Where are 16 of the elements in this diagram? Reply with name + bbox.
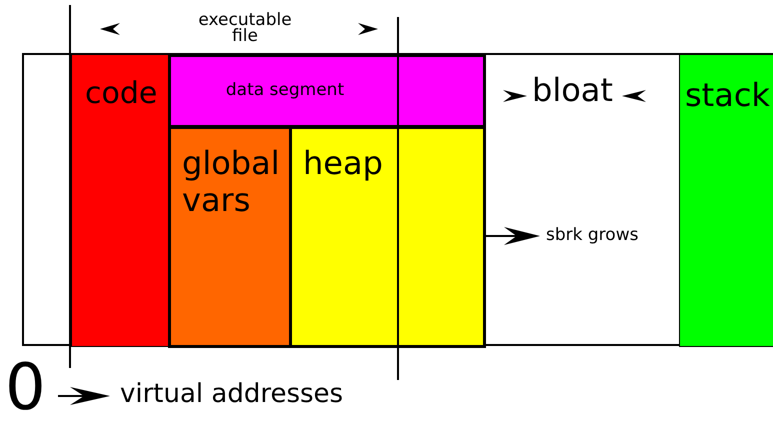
global-vars-box: [168, 126, 292, 348]
address-zero-label: 0: [5, 358, 46, 419]
segment-label: data segment: [224, 81, 346, 101]
code-segment-box: [71, 54, 169, 347]
data-segment-box: [168, 54, 486, 128]
region-label: bloat: [532, 75, 613, 106]
region-label: stack: [685, 77, 770, 114]
region-label: heap: [303, 145, 383, 182]
stack-box: [679, 54, 773, 347]
arrow-label: sbrk grows: [546, 227, 638, 244]
region-label: code: [85, 77, 158, 112]
axis-label: virtual addresses: [120, 382, 344, 407]
dimension-label: executable file: [197, 12, 293, 44]
heap-box: [289, 126, 486, 348]
memory-bar: [22, 53, 773, 346]
region-label: global vars: [182, 145, 281, 219]
